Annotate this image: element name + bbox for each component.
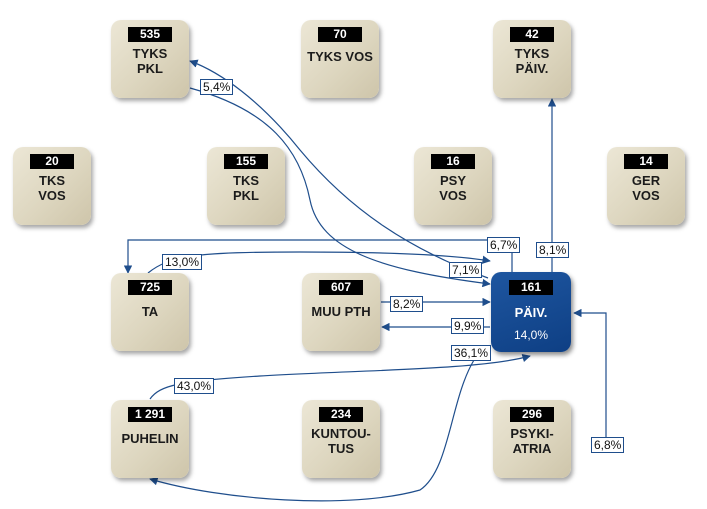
node-tyks-paiv[interactable]: 42 TYKS PÄIV.	[493, 20, 571, 98]
edge-label-muu-pth-to-paiv: 8,2%	[390, 296, 424, 312]
edge-label-paiv-to-tyks-paiv: 8,1%	[536, 242, 570, 258]
node-label: TA	[141, 304, 159, 319]
node-count: 725	[128, 280, 172, 295]
node-count: 70	[318, 27, 362, 42]
node-muu-pth[interactable]: 607 MUU PTH	[302, 273, 380, 351]
node-tks-vos[interactable]: 20 TKS VOS	[13, 147, 91, 225]
arrow-psykiatria-to-paiv	[573, 308, 607, 445]
node-count: 1 291	[128, 407, 172, 422]
node-tks-pkl[interactable]: 155 TKS PKL	[207, 147, 285, 225]
node-count: 155	[224, 154, 268, 169]
node-tyks-vos[interactable]: 70 TYKS VOS	[301, 20, 379, 98]
node-paiv[interactable]: 161 PÄIV. 14,0%	[491, 272, 571, 352]
node-psy-vos[interactable]: 16 PSY VOS	[414, 147, 492, 225]
edge-label-paiv-to-tyks-pkl: 5,4%	[200, 79, 234, 95]
edge-label-paiv-to-ta: 6,7%	[487, 237, 521, 253]
node-label: TYKS PKL	[132, 46, 168, 76]
edge-label-tyks-pkl-to-paiv: 7,1%	[449, 262, 483, 278]
edge-label-paiv-to-muu-pth: 9,9%	[451, 318, 485, 334]
node-label: MUU PTH	[311, 304, 371, 319]
node-label: TKS VOS	[38, 173, 66, 203]
arrow-tyks-pkl-to-paiv	[189, 87, 491, 288]
node-label: KUNTOU- TUS	[311, 426, 371, 456]
node-label: TKS PKL	[233, 173, 259, 203]
node-label: PUHELIN	[121, 431, 179, 446]
node-count: 234	[319, 407, 363, 422]
node-count: 161	[509, 280, 553, 295]
arrow-paiv-to-tyks-pkl	[189, 59, 489, 279]
node-kuntoutus[interactable]: 234 KUNTOU- TUS	[302, 400, 380, 478]
node-count: 14	[624, 154, 668, 169]
node-count: 16	[431, 154, 475, 169]
node-tyks-pkl[interactable]: 535 TYKS PKL	[111, 20, 189, 98]
node-label: PSYKI- ATRIA	[510, 426, 554, 456]
node-ger-vos[interactable]: 14 GER VOS	[607, 147, 685, 225]
node-label: TYKS VOS	[307, 49, 373, 64]
node-count: 20	[30, 154, 74, 169]
node-count: 42	[510, 27, 554, 42]
node-count: 296	[510, 407, 554, 422]
arrow-paiv-to-ta	[123, 239, 513, 274]
node-label: GER VOS	[631, 173, 661, 203]
edge-label-puhelin-to-paiv: 43,0%	[174, 378, 215, 394]
node-count: 607	[319, 280, 363, 295]
node-count: 535	[128, 27, 172, 42]
node-label: PÄIV.	[514, 305, 548, 320]
node-label: TYKS PÄIV.	[514, 46, 550, 76]
node-label: PSY VOS	[439, 173, 467, 203]
edge-label-psykiatria-to-paiv: 6,8%	[591, 437, 625, 453]
edge-label-paiv-to-puhelin: 36,1%	[451, 345, 492, 361]
arrow-paiv-to-puhelin	[149, 359, 475, 502]
node-ta[interactable]: 725 TA	[111, 273, 189, 351]
node-puhelin[interactable]: 1 291 PUHELIN	[111, 400, 189, 478]
node-psykiatria[interactable]: 296 PSYKI- ATRIA	[493, 400, 571, 478]
edge-label-ta-to-paiv: 13,0%	[162, 254, 203, 270]
arrow-puhelin-to-paiv	[149, 353, 531, 400]
node-share: 14,0%	[513, 328, 549, 342]
